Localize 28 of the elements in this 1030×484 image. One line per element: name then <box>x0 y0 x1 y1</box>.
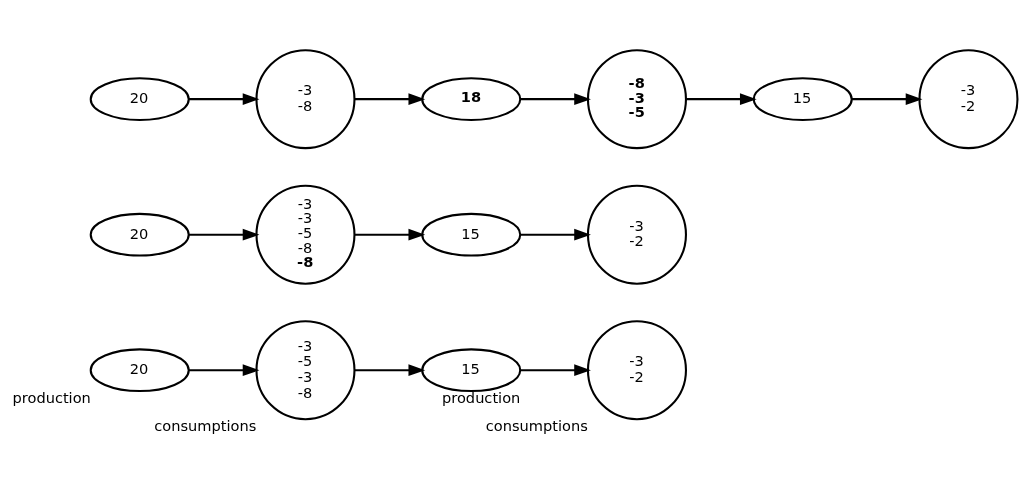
node-ellipse: 20 <box>89 347 190 392</box>
node-circle: -3 -8 <box>255 48 356 149</box>
node-label: consumptions <box>154 416 257 434</box>
arrow <box>520 228 591 241</box>
arrow <box>354 228 426 241</box>
arrow <box>189 92 260 105</box>
node-circle: -3 -2 <box>586 184 687 285</box>
node-label: consumptions <box>485 416 588 434</box>
node-label: production <box>12 388 91 406</box>
node-circle: -3 -3 -5 -8 -8 <box>255 184 356 285</box>
arrow <box>520 92 591 105</box>
node-circle: -3 -5 -3 -8 <box>255 319 356 420</box>
node-ellipse: 15 <box>421 212 522 257</box>
node-ellipse: 18 <box>421 76 522 121</box>
arrow <box>189 228 260 241</box>
arrow <box>354 92 426 105</box>
node-ellipse: 15 <box>752 76 853 121</box>
arrow <box>520 363 591 376</box>
node-ellipse: 15 <box>421 347 522 392</box>
arrow <box>189 363 260 376</box>
arrow <box>354 363 426 376</box>
arrow <box>852 92 923 105</box>
node-circle: -3 -2 <box>918 48 1019 149</box>
node-ellipse: 20 <box>89 76 190 121</box>
arrow <box>686 92 757 105</box>
node-circle: -3 -2 <box>586 319 687 420</box>
node-circle: -8 -3 -5 <box>586 48 687 149</box>
node-ellipse: 20 <box>89 212 190 257</box>
